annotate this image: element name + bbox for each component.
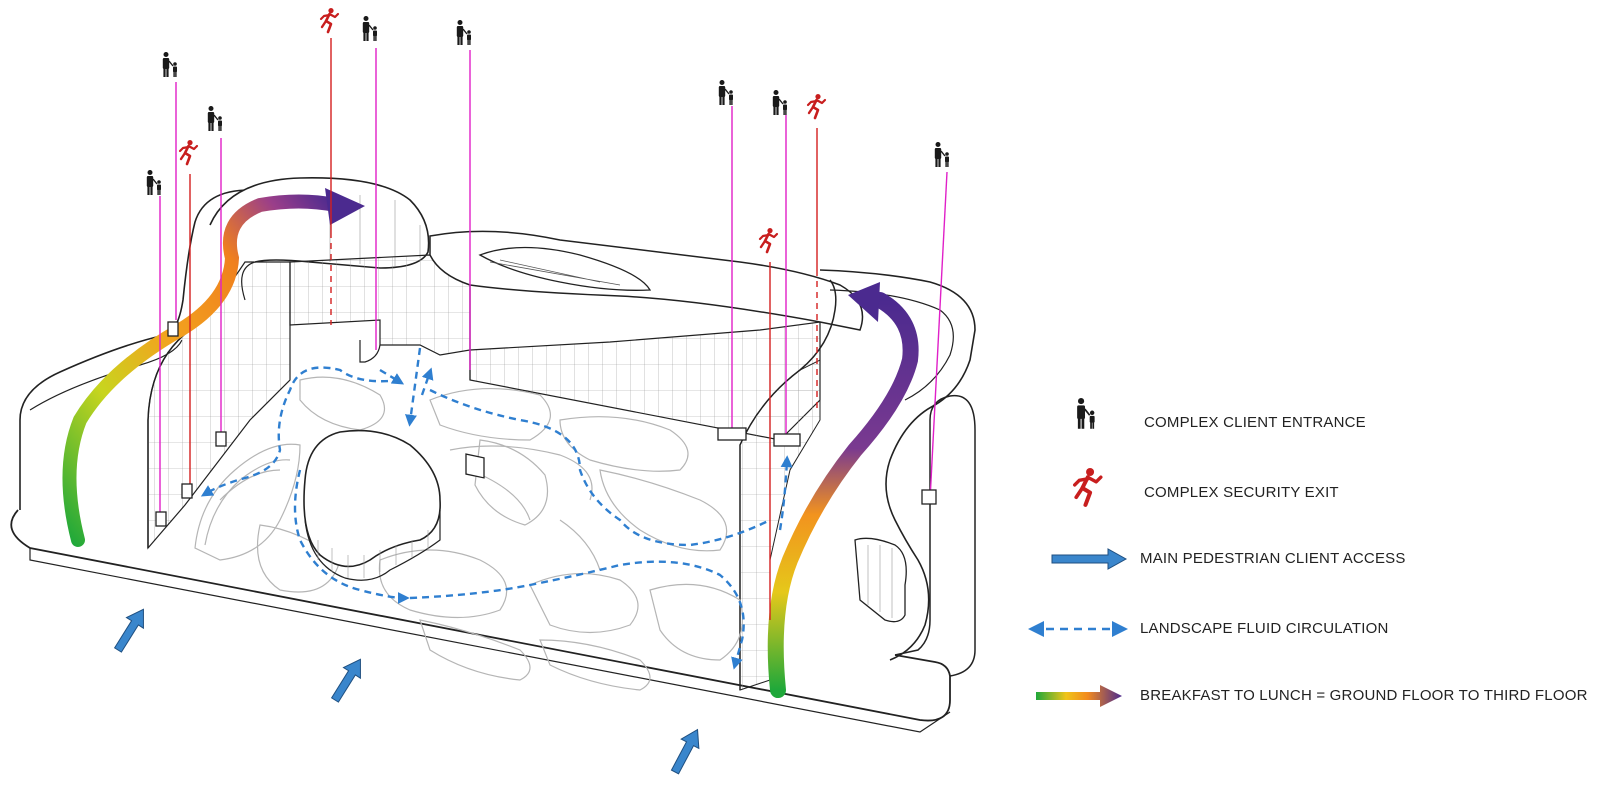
building-model [10, 177, 976, 733]
roof-back-block [429, 230, 864, 331]
legend-label-access: MAIN PEDESTRIAN CLIENT ACCESS [1140, 550, 1406, 567]
blue-arrow-icon [1051, 548, 1128, 570]
parent-child-icon [1076, 398, 1096, 430]
legend-label-entrance: COMPLEX CLIENT ENTRANCE [1144, 414, 1366, 431]
courtyard-pods [194, 376, 744, 691]
legend-label-exit: COMPLEX SECURITY EXIT [1144, 484, 1339, 501]
central-island [303, 429, 441, 568]
pedestrian-access-arrows [109, 603, 707, 778]
running-person-icon [1072, 468, 1103, 507]
legend-label-vertical: BREAKFAST TO LUNCH = GROUND FLOOR TO THI… [1140, 687, 1588, 704]
fluid-circulation-paths [200, 347, 793, 670]
entrance-exit-markers [146, 6, 950, 620]
vertical-circulation-arrows [62, 188, 919, 698]
gradient-arrow-right [767, 292, 919, 698]
legend-label-circulation: LANDSCAPE FLUID CIRCULATION [1140, 620, 1389, 637]
gradient-arrow-icon [1036, 685, 1122, 707]
dashed-double-arrow-icon [1028, 621, 1128, 637]
gradient-arrow-left [62, 194, 342, 547]
